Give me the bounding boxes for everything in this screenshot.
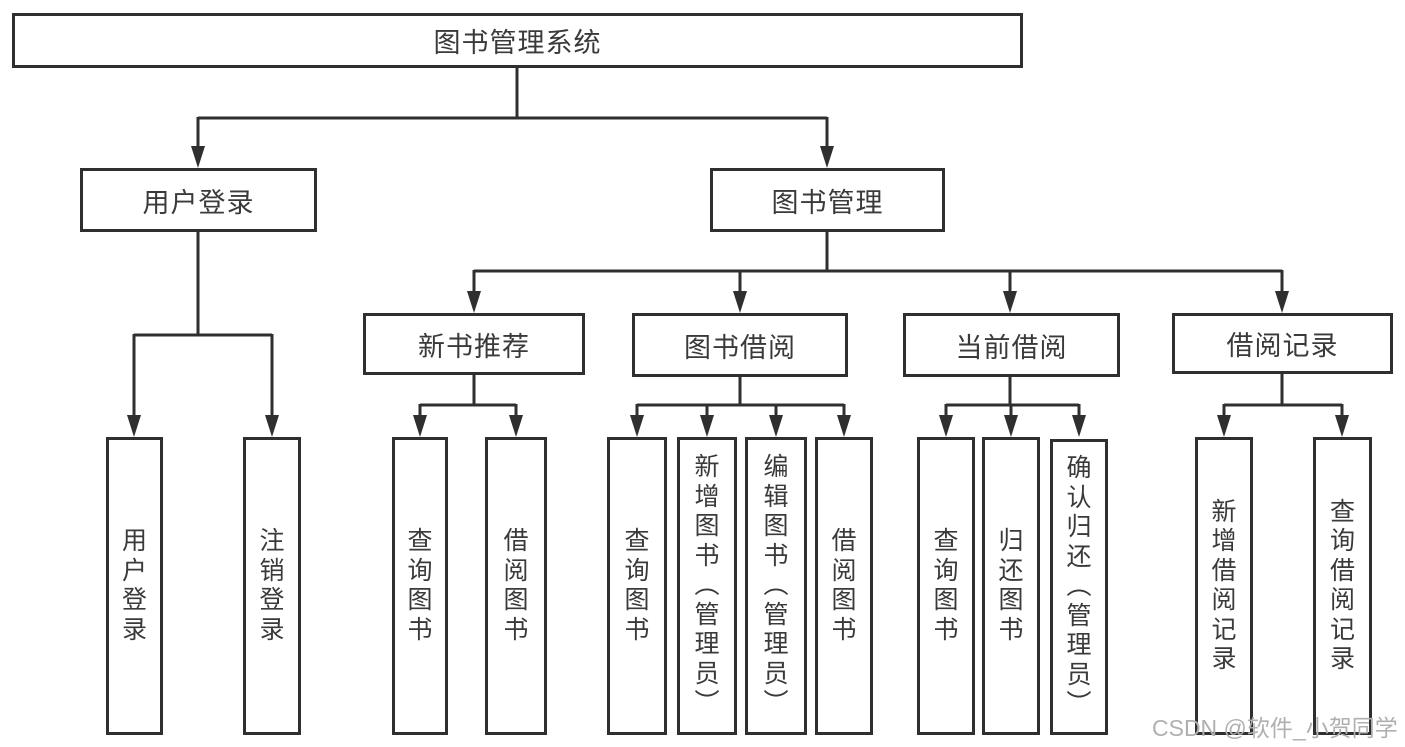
leaf-query-books-3: 查 询 图 书 [917, 437, 975, 735]
node-book-management-system: 图书管理系统 [12, 13, 1023, 68]
arrowheads-level2 [191, 146, 834, 168]
leaf-query-books-2: 查 询 图 书 [607, 437, 667, 735]
leaf-logout: 注 销 登 录 [243, 437, 301, 735]
leaf-query-books-1: 查 询 图 书 [392, 437, 448, 735]
branch-current-borrowing [944, 375, 1081, 416]
node-current-borrowing: 当前借阅 [903, 313, 1120, 377]
arrowheads-user-login [127, 415, 279, 437]
arrowheads-new-book-recommend [413, 415, 523, 437]
branch-new-book-recommend [418, 375, 518, 416]
leaf-return-books: 归 还 图 书 [982, 437, 1040, 735]
branch-user-login [132, 232, 274, 416]
leaf-user-login: 用 户 登 录 [106, 437, 163, 735]
branch-book-borrowing [635, 375, 846, 416]
node-book-management: 图书管理 [710, 168, 945, 232]
arrowheads-current-borrowing [939, 415, 1086, 437]
node-book-borrowing: 图书借阅 [632, 313, 848, 377]
node-new-book-recommend: 新书推荐 [363, 313, 585, 375]
arrowheads-level3 [467, 291, 1289, 313]
node-user-login: 用户登录 [80, 168, 317, 232]
leaf-confirm-return-admin: 确 认 归 还 ︵ 管 理 员 ︶ [1050, 439, 1108, 735]
branch-book-management [472, 232, 1284, 292]
csdn-watermark: CSDN @软件_小贺同学 [1152, 715, 1398, 741]
leaf-borrow-books-1: 借 阅 图 书 [485, 437, 547, 735]
leaf-add-books-admin: 新 增 图 书 ︵ 管 理 员 ︶ [677, 437, 737, 735]
leaf-add-borrow-record: 新 增 借 阅 记 录 [1195, 437, 1253, 735]
arrowheads-book-borrowing [630, 415, 851, 437]
node-borrowing-records: 借阅记录 [1172, 313, 1393, 374]
leaf-borrow-books-2: 借 阅 图 书 [815, 437, 873, 735]
leaf-edit-books-admin: 编 辑 图 书 ︵ 管 理 员 ︶ [745, 437, 807, 735]
leaf-query-borrow-record: 查 询 借 阅 记 录 [1313, 437, 1372, 735]
branch-borrowing-records [1222, 374, 1344, 416]
branch-root-to-level2 [196, 68, 829, 147]
arrowheads-borrowing-records [1217, 415, 1349, 437]
